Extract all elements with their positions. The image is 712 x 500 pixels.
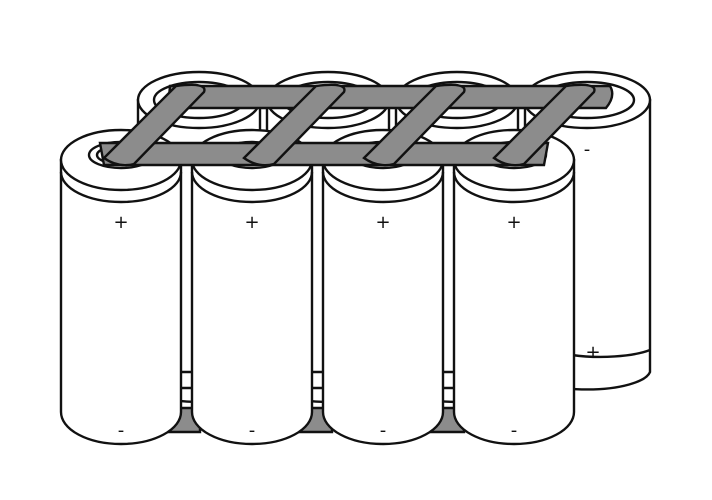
- front-cell-2: + -: [190, 128, 314, 446]
- front-cell-3: + -: [321, 128, 445, 446]
- front-cell-1-bottom-label: -: [118, 420, 125, 441]
- diagonal-strip-3: [362, 83, 466, 167]
- front-cell-3-top-label: +: [375, 212, 390, 233]
- diagonal-strip-1: [102, 83, 206, 167]
- back-cell-4-top-label: -: [584, 139, 591, 160]
- front-cell-2-top-label: +: [244, 212, 259, 233]
- front-cell-4: + -: [452, 128, 576, 446]
- front-horizontal-strip: [98, 141, 550, 167]
- front-cell-2-bottom-label: -: [249, 420, 256, 441]
- front-cell-1: + -: [59, 128, 183, 446]
- back-cell-4-bottom-label: +: [585, 342, 600, 363]
- diagonal-strip-4: [492, 83, 596, 167]
- front-cell-1-top-label: +: [113, 212, 128, 233]
- diagonal-strip-2: [242, 83, 346, 167]
- front-cell-3-bottom-label: -: [380, 420, 387, 441]
- front-cell-4-top-label: +: [506, 212, 521, 233]
- back-horizontal-strip: [166, 84, 614, 110]
- front-cell-4-bottom-label: -: [511, 420, 518, 441]
